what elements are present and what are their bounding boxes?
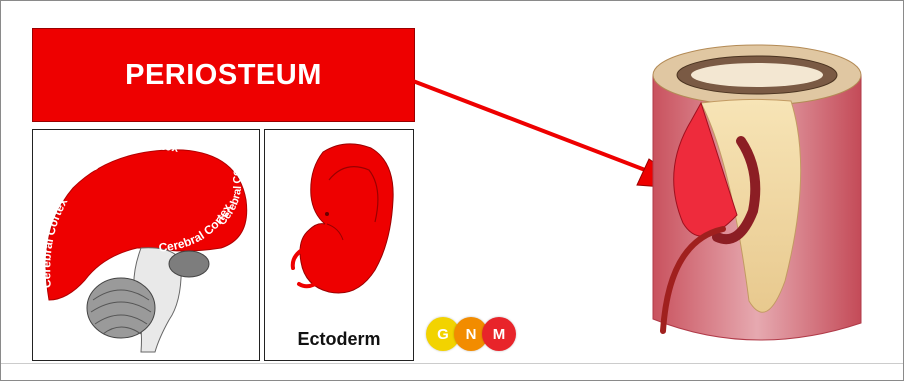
brain-illustration: Cerebral Cortex Cerebral Cortex Cerebral… (33, 130, 259, 360)
ectoderm-label: Ectoderm (265, 329, 413, 350)
embryo-illustration (265, 130, 413, 320)
gnm-logo: G N M (426, 317, 526, 351)
periosteum-title-box: PERIOSTEUM (32, 28, 415, 122)
logo-circle-m: M (482, 317, 516, 351)
brain-panel: Cerebral Cortex Cerebral Cortex Cerebral… (32, 129, 260, 361)
bottom-divider (1, 363, 903, 364)
page-title: PERIOSTEUM (125, 59, 322, 92)
embryo-panel: Ectoderm (264, 129, 414, 361)
